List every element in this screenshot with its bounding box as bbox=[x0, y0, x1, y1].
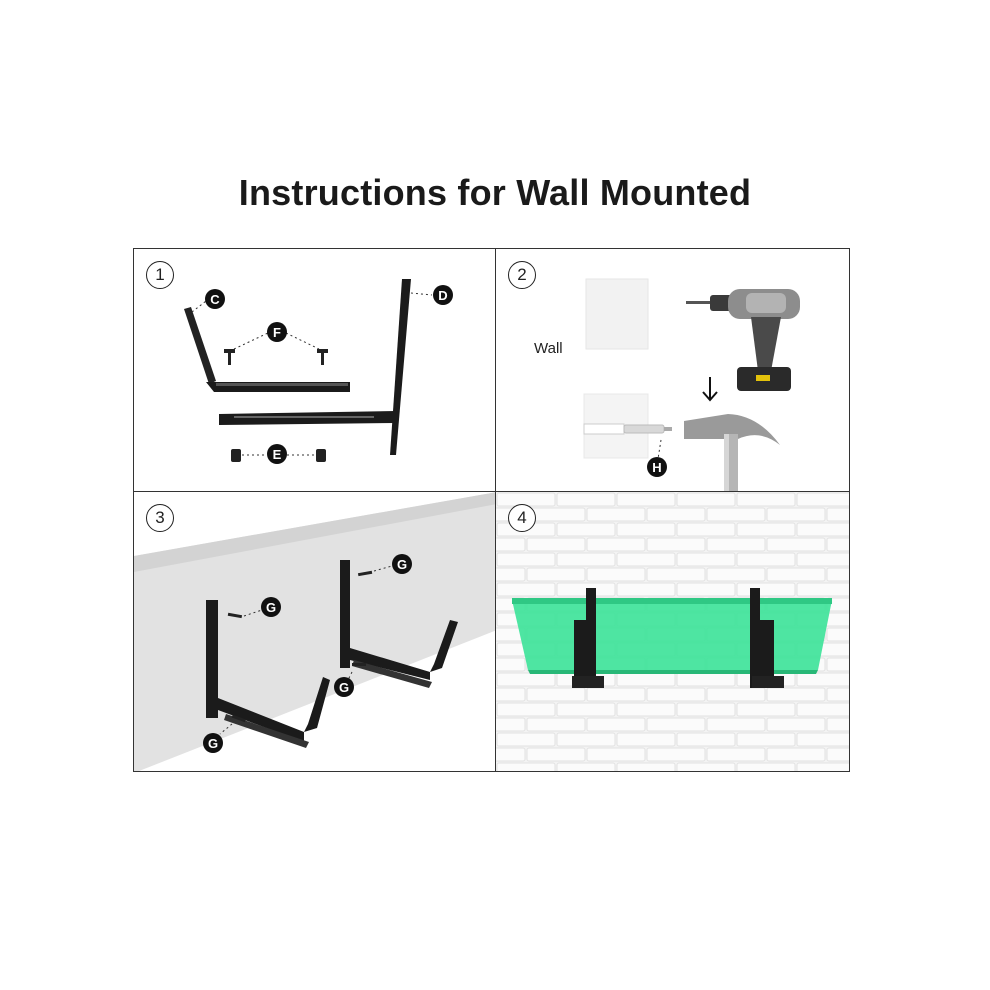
label-g: G bbox=[266, 600, 276, 615]
bracket-c bbox=[184, 307, 350, 392]
label-e: E bbox=[273, 447, 282, 462]
drill-icon bbox=[686, 289, 800, 391]
instruction-grid: 1 bbox=[133, 248, 850, 772]
screws-g bbox=[219, 565, 393, 735]
arrow-down-icon bbox=[702, 377, 718, 402]
step-2-number: 2 bbox=[508, 261, 536, 289]
wall-anchor-h bbox=[583, 423, 672, 435]
hammer-icon bbox=[684, 414, 780, 491]
wall-label: Wall bbox=[534, 340, 563, 357]
bracket-d bbox=[219, 279, 411, 455]
label-g-badge-2: G bbox=[392, 554, 412, 574]
page-title: Instructions for Wall Mounted bbox=[238, 172, 752, 213]
spacers-e bbox=[231, 449, 326, 462]
step-4-panel: 4 bbox=[495, 491, 850, 772]
bracket-left-mounted bbox=[572, 588, 604, 688]
step-3-panel: 3 bbox=[133, 491, 496, 772]
label-c: C bbox=[210, 292, 220, 307]
step-1-illustration: C D F E bbox=[184, 279, 453, 464]
step-4-number: 4 bbox=[508, 504, 536, 532]
step-2-illustration: H bbox=[583, 278, 800, 491]
step-4-illustration bbox=[496, 492, 849, 771]
label-d: D bbox=[438, 288, 447, 303]
label-f: F bbox=[273, 325, 281, 340]
label-e-badge: E bbox=[267, 444, 287, 464]
bracket-right bbox=[340, 560, 458, 688]
step-3-number: 3 bbox=[146, 504, 174, 532]
label-h-badge: H bbox=[647, 457, 667, 477]
label-g-badge-4: G bbox=[203, 733, 223, 753]
label-d-badge: D bbox=[433, 285, 453, 305]
label-g-badge-1: G bbox=[261, 597, 281, 617]
step-2-panel: 2 bbox=[495, 248, 850, 492]
screws-f bbox=[224, 332, 328, 365]
step-1-number: 1 bbox=[146, 261, 174, 289]
planter-box bbox=[512, 598, 832, 674]
bracket-right-mounted bbox=[750, 588, 784, 688]
label-g: G bbox=[208, 736, 218, 751]
step-3-illustration: G G G G bbox=[134, 492, 495, 771]
label-g-badge-3: G bbox=[334, 677, 354, 697]
label-c-badge: C bbox=[205, 289, 225, 309]
bracket-left bbox=[206, 600, 330, 748]
step-1-panel: 1 bbox=[133, 248, 496, 492]
label-g: G bbox=[339, 680, 349, 695]
label-f-badge: F bbox=[267, 322, 287, 342]
wall-swatch bbox=[585, 278, 649, 350]
label-g: G bbox=[397, 557, 407, 572]
label-h: H bbox=[652, 460, 661, 475]
